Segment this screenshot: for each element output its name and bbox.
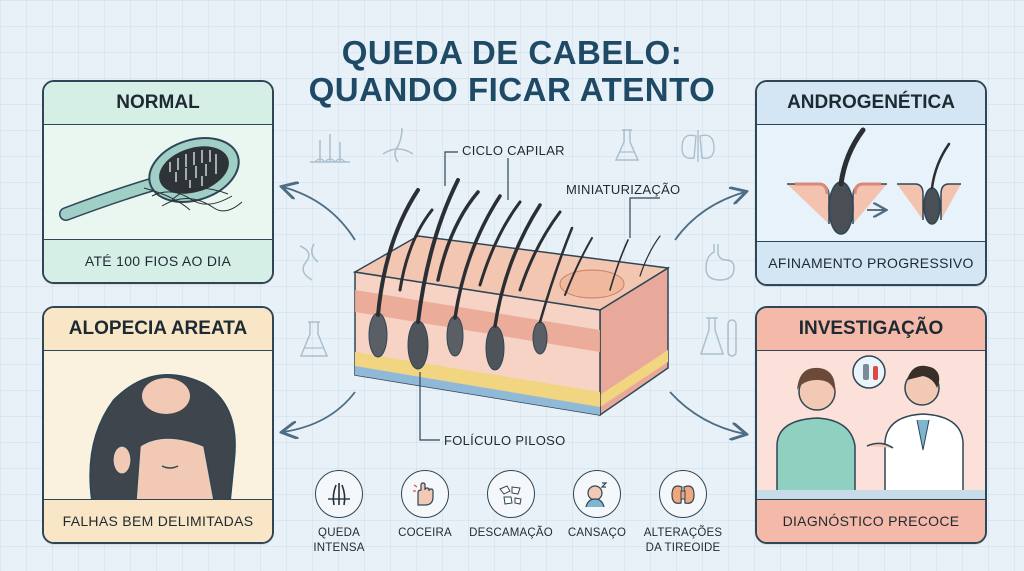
card-alopecia-image	[44, 350, 272, 500]
thyroid-deco-icon	[681, 130, 715, 162]
card-androgenetica: ANDROGENÉTICA AFINAMENTO PROGRESSIVO	[755, 80, 987, 286]
title-line-1: QUEDA DE CABELO:	[341, 34, 683, 71]
symptom-label-5a: ALTERAÇÕES	[643, 527, 723, 539]
flakes-icon	[499, 485, 522, 505]
miniaturization-spot	[559, 269, 625, 299]
head-bald-patch-icon	[89, 374, 236, 500]
symptom-tireoide: ALTERAÇÕES DA TIREOIDE	[633, 470, 733, 556]
card-investigacao-title: INVESTIGAÇÃO	[757, 308, 985, 351]
symptom-label-1b: INTENSA	[313, 542, 365, 554]
test-tubes-deco-icon	[699, 317, 737, 357]
title-line-2: QUANDO FICAR ATENTO	[308, 71, 716, 108]
arrow-to-alopecia	[283, 391, 356, 432]
symptom-label-5b: DA TIREOIDE	[645, 542, 721, 554]
flask-left-deco-icon	[299, 321, 329, 357]
hairbrush-icon	[59, 137, 243, 221]
label-miniaturizacao: MINIATURIZAÇÃO	[566, 182, 681, 197]
symptom-queda-intensa: QUEDA INTENSA	[289, 470, 389, 556]
label-ciclo-capilar: CICLO CAPILAR	[462, 143, 565, 158]
follicle-thinning-icon	[787, 127, 961, 235]
page-title: QUEDA DE CABELO: QUANDO FICAR ATENTO	[262, 34, 762, 108]
hair-follicle-icon	[328, 483, 350, 506]
card-investigacao-caption: DIAGNÓSTICO PRECOCE	[757, 499, 985, 542]
card-normal-image	[44, 124, 272, 240]
stomach-deco-icon	[705, 244, 735, 281]
tired-person-icon	[585, 482, 608, 508]
symptom-label-2a: COCEIRA	[398, 527, 452, 539]
symptom-label-4a: CANSAÇO	[567, 527, 627, 539]
hair-curl-deco-icon	[299, 243, 319, 281]
card-alopecia-caption: FALHAS BEM DELIMITADAS	[44, 499, 272, 542]
doctor-patient-icon	[757, 355, 985, 500]
card-normal: NORMAL ATÉ 100 FIOS AO DIA	[42, 80, 274, 284]
card-alopecia: ALOPECIA AREATA FALHAS BEM DELIMITADAS	[42, 306, 274, 544]
card-androgenetica-image	[757, 124, 985, 242]
card-investigacao: INVESTIGAÇÃO DIAGNÓSTICO PRECOCE	[755, 306, 987, 544]
follicle-deco-icon	[382, 127, 414, 163]
hair-shafts	[376, 178, 661, 328]
card-androgenetica-title: ANDROGENÉTICA	[757, 82, 985, 125]
symptom-cansaco: CANSAÇO	[547, 470, 647, 541]
scratching-hand-icon	[413, 482, 434, 506]
card-normal-caption: ATÉ 100 FIOS AO DIA	[44, 239, 272, 282]
label-foliculo-piloso: FOLÍCULO PILOSO	[444, 433, 566, 448]
flask-deco-icon	[614, 129, 640, 161]
arrow-to-androgenetica	[674, 192, 745, 241]
follicle-group	[368, 312, 548, 371]
card-investigacao-image	[757, 350, 985, 500]
arrow-to-normal	[283, 187, 356, 241]
symptom-label-3a: DESCAMAÇÃO	[469, 527, 553, 539]
thyroid-icon	[671, 485, 695, 504]
symptom-descamacao: DESCAMAÇÃO	[461, 470, 561, 541]
card-androgenetica-caption: AFINAMENTO PROGRESSIVO	[757, 241, 985, 284]
hair-strands-deco-icon	[310, 134, 350, 163]
symptom-coceira: COCEIRA	[375, 470, 475, 541]
card-normal-title: NORMAL	[44, 82, 272, 125]
symptom-label-1a: QUEDA	[318, 527, 360, 539]
card-alopecia-title: ALOPECIA AREATA	[44, 308, 272, 351]
arrow-to-investigacao	[669, 391, 745, 434]
